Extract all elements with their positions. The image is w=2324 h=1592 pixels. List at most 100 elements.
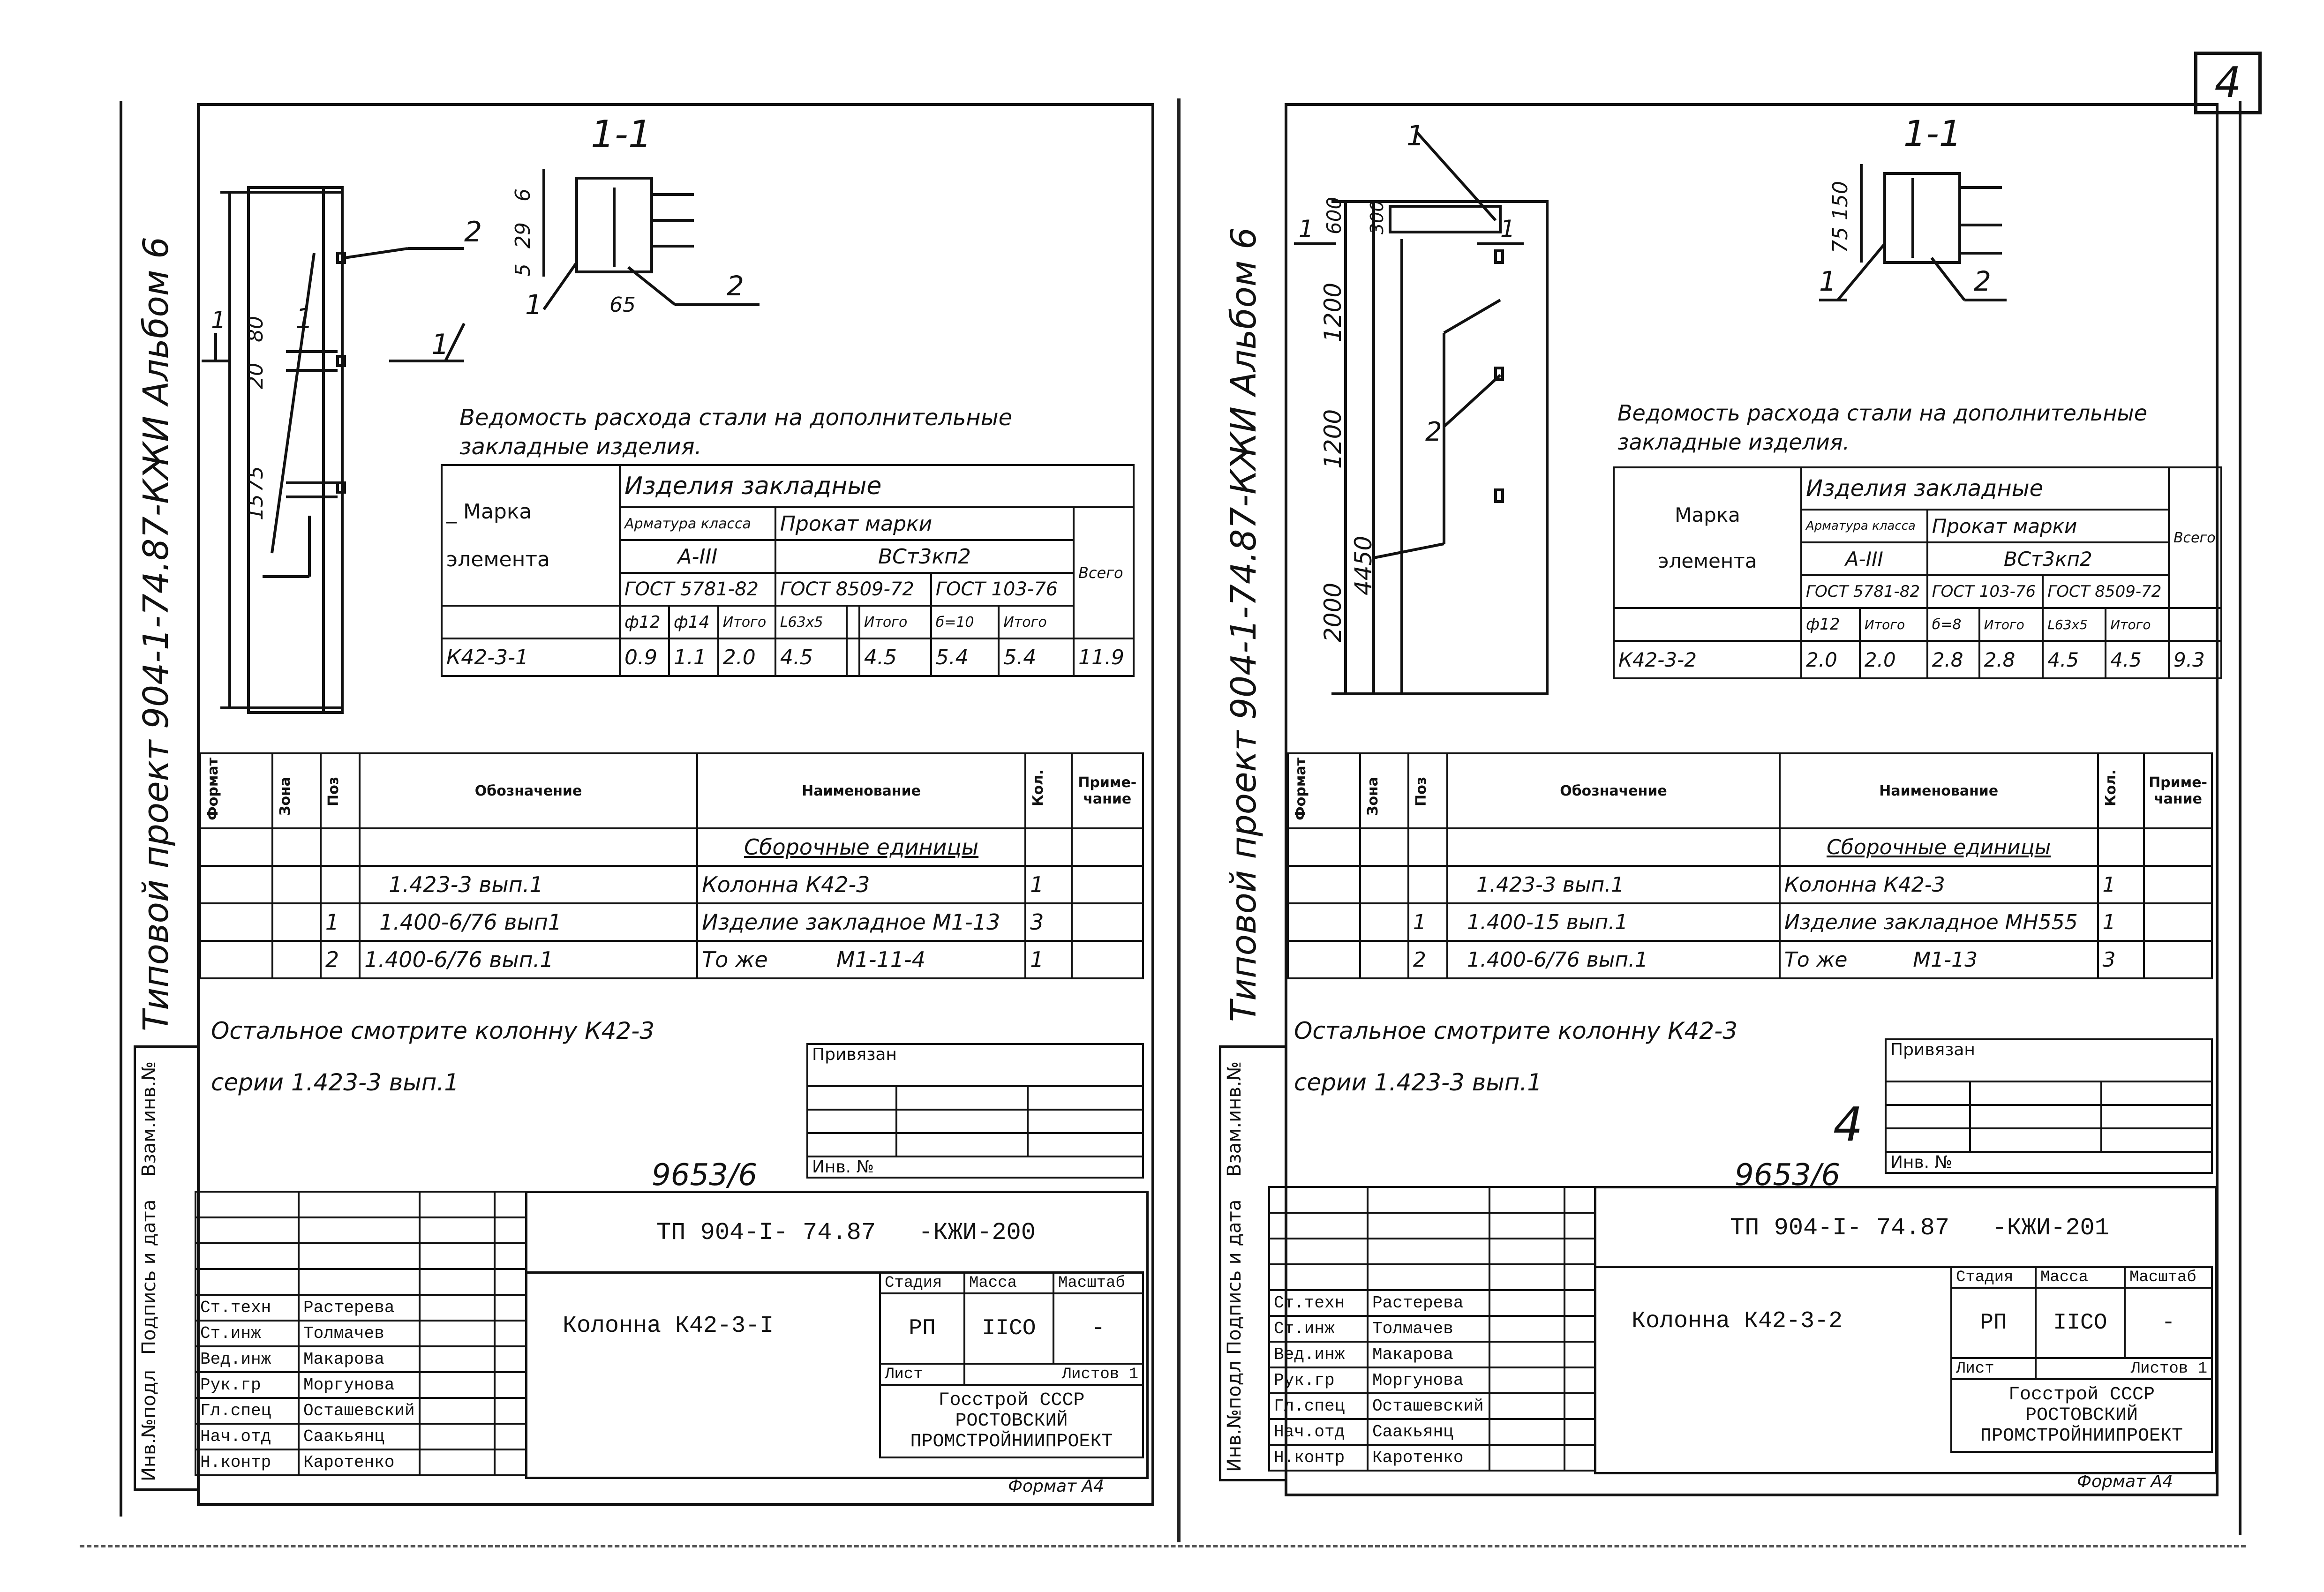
steel-std1: ГОСТ 5781-82: [1800, 574, 1928, 609]
stamp-cell: [1564, 1289, 1596, 1317]
stamp-mass-h: Масса: [2035, 1266, 2126, 1289]
spec-row: 1.423-3 вып.1 Колонна К42-3 1: [1287, 865, 2213, 904]
dim-side-d: 15: [244, 494, 268, 520]
stamp-code: ТП 904-I- 74.87 -КЖИ-201: [1730, 1214, 2109, 1242]
statement-title: Ведомость расхода стали на дополнительны…: [1617, 400, 2148, 455]
stamp-role: Рук.гр: [1268, 1367, 1369, 1394]
spec-cell: [1287, 940, 1361, 979]
spec-qty: 1: [1024, 940, 1073, 979]
spec-cell: [319, 827, 361, 867]
dim-top-b: 75: [1828, 227, 1852, 253]
stamp-cell: [1564, 1186, 1596, 1214]
stamp-cell: [1489, 1186, 1565, 1214]
steel-val: [845, 638, 860, 677]
stamp-name: Саакьянц: [1367, 1418, 1490, 1446]
stamp-sheet-h: Лист: [879, 1363, 965, 1386]
section-pos2: 2: [727, 270, 744, 302]
spec-pos: 1: [319, 902, 361, 942]
fold-divider: [1177, 98, 1181, 1542]
stamp-cell: [1367, 1212, 1490, 1239]
spec-h-pos-text: Поз: [325, 776, 342, 806]
stamp-cell: [418, 1242, 496, 1270]
stamp-scale-h: Масштаб: [2124, 1266, 2213, 1289]
section-detail: 150 75 1 2: [1819, 164, 2007, 301]
stamp-scale: -: [2124, 1287, 2213, 1359]
spec-cell: [1024, 827, 1073, 867]
steel-std2: ГОСТ 8509-72: [774, 572, 932, 607]
stamp-cell: [1367, 1186, 1490, 1214]
steel-rolled-grade: ВСт3кп2: [1926, 541, 2170, 576]
spec-cell: [1070, 940, 1144, 979]
stamp-cell: [1489, 1238, 1565, 1265]
steel-blank-cell: [441, 606, 621, 639]
steel-col-3: б=8: [1926, 607, 1980, 642]
section-pos2: 2: [1974, 265, 1991, 297]
stamp-cell: [493, 1217, 528, 1244]
binding-cell: [806, 1085, 897, 1111]
side-label-replace: Взам.инв.№: [1224, 1061, 1245, 1177]
binding-line: [120, 101, 122, 1517]
steel-std2: ГОСТ 103-76: [1926, 574, 2044, 609]
section-label: 1-1: [591, 113, 652, 156]
stamp-name: Растерева: [298, 1294, 421, 1322]
stamp-main: [525, 1191, 1149, 1479]
stamp-stage-h: Стадия: [879, 1271, 965, 1294]
stamp-cell: [195, 1217, 300, 1244]
sheet-frame: [197, 103, 1154, 1506]
stamp-signature: [418, 1345, 496, 1373]
stamp-signature: [418, 1423, 496, 1450]
stamp-cell: [1489, 1212, 1565, 1239]
stamp-name: Моргунова: [298, 1371, 421, 1399]
dim-top-c: 5: [511, 263, 535, 277]
stamp-title: Колонна К42-3-I: [563, 1313, 774, 1339]
stamp-signature: [418, 1320, 496, 1347]
dim-top-a: 150: [1828, 181, 1852, 220]
spec-cell: [1446, 827, 1781, 867]
leader-2-label: 2: [464, 216, 482, 248]
spec-h-zone: Зона: [1359, 752, 1409, 829]
stamp-code-text: ТП 904-I- 74.87: [1730, 1214, 1950, 1242]
stamp-cell: [1367, 1238, 1490, 1265]
stamp-code-suffix: -КЖИ-201: [1992, 1214, 2109, 1242]
stamp-cell: [418, 1191, 496, 1218]
steel-col-3: Итого: [717, 605, 776, 639]
binding-cell: [1969, 1104, 2102, 1129]
stamp-mass-h: Масса: [963, 1271, 1054, 1294]
stamp-name: Растерева: [1367, 1289, 1490, 1317]
archive-digit: 4: [1833, 1097, 1863, 1152]
column-outline: [1372, 200, 1549, 695]
stamp-cell: [1367, 1263, 1490, 1291]
side-label-inv: Инв.№подл: [1224, 1360, 1245, 1472]
stamp-role: Ст.инж: [195, 1320, 300, 1347]
stamp-scale: -: [1053, 1292, 1144, 1365]
stamp-stage-h: Стадия: [1950, 1266, 2037, 1289]
dim-2000: 2000: [1319, 583, 1346, 642]
stamp-cell: [493, 1320, 528, 1347]
spec-cell: [1287, 902, 1361, 942]
spec-name: Колонна К42-3: [1778, 865, 2099, 904]
spec-h-qty-text: Кол.: [1030, 769, 1047, 806]
spec-qty: 1: [1024, 865, 1073, 904]
binding-cell: [895, 1109, 1029, 1134]
dim-300: 300: [1367, 200, 1387, 234]
spec-cell: [1359, 865, 1409, 904]
stamp-scale-h: Масштаб: [1053, 1271, 1144, 1294]
dim-1200b: 1200: [1319, 409, 1346, 469]
steel-row-mark: К42-3-2: [1613, 640, 1802, 679]
spec-designation: 1.423-3 вып.1: [1446, 865, 1781, 904]
steel-mark-header: _ Марка элемента: [441, 464, 621, 607]
stamp-role: Рук.гр: [195, 1371, 300, 1399]
stamp-cell: [493, 1268, 528, 1296]
dim-side-a: 80: [244, 316, 268, 342]
inv-label: Инв. №: [1885, 1151, 2213, 1174]
steel-val: 4.5: [858, 638, 932, 677]
stamp-org-2: РОСТОВСКИЙ: [955, 1410, 1068, 1432]
steel-col-1: ф12: [1800, 607, 1861, 642]
steel-blank-cell: [2167, 608, 2223, 642]
steel-row-mark: К42-3-1: [441, 638, 621, 677]
stamp-org-3: ПРОМСТРОЙНИИПРОЕКТ: [910, 1431, 1113, 1452]
spec-pos: 1: [1407, 902, 1449, 942]
stamp-role: Вед.инж: [195, 1345, 300, 1373]
stamp-cell: [1564, 1418, 1596, 1446]
steel-col-5: [845, 605, 860, 639]
